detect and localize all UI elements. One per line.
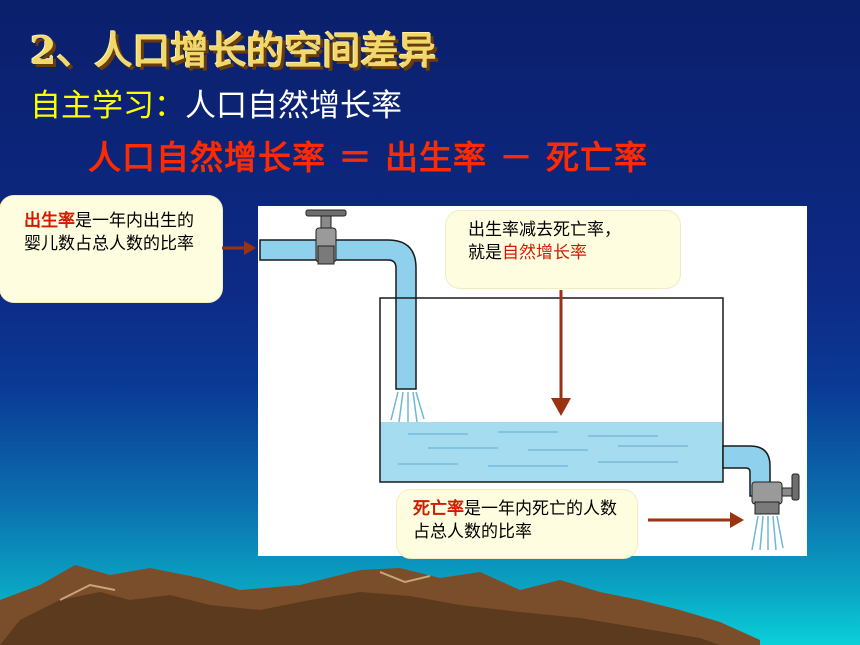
- natural-growth-term: 自然增长率: [502, 243, 587, 263]
- birth-rate-note: 出生率是一年内出生的婴儿数占总人数的比率: [0, 196, 222, 302]
- subtitle-text: 人口自然增长率: [185, 88, 402, 124]
- tank-illustration: [259, 209, 800, 551]
- death-rate-note: 死亡率是一年内死亡的人数占总人数的比率: [397, 490, 637, 558]
- tank-outline: [379, 297, 724, 483]
- natural-growth-note: 出生率减去死亡率， 就是自然增长率: [446, 211, 680, 288]
- subtitle-label: 自主学习：: [30, 88, 185, 124]
- outlet-faucet-icon: [751, 473, 800, 515]
- inlet-water-splash: [390, 391, 425, 423]
- arrow-down-icon: [551, 290, 571, 416]
- natural-growth-line1: 出生率减去死亡率，: [468, 220, 621, 240]
- arrow-right-icon: [222, 241, 256, 255]
- slide-title: 2、人口增长的空间差异: [30, 28, 437, 73]
- inlet-faucet-icon: [305, 209, 347, 265]
- tank-water: [380, 422, 723, 482]
- arrow-right-icon: [648, 512, 744, 528]
- birth-rate-text: 是一年内出生的婴儿数占总人数的比率: [24, 211, 194, 254]
- death-rate-text: 是一年内死亡的人数占总人数的比率: [413, 499, 617, 542]
- death-rate-term: 死亡率: [413, 499, 464, 519]
- subtitle: 自主学习：人口自然增长率: [30, 80, 402, 125]
- water-ripples: [398, 431, 688, 467]
- formula: 人口自然增长率 ＝ 出生率 － 死亡率: [88, 138, 648, 177]
- birth-rate-term: 出生率: [24, 211, 75, 231]
- natural-growth-prefix: 就是: [468, 243, 502, 263]
- outlet-water-splash: [751, 515, 784, 551]
- inlet-pipe: [259, 239, 417, 390]
